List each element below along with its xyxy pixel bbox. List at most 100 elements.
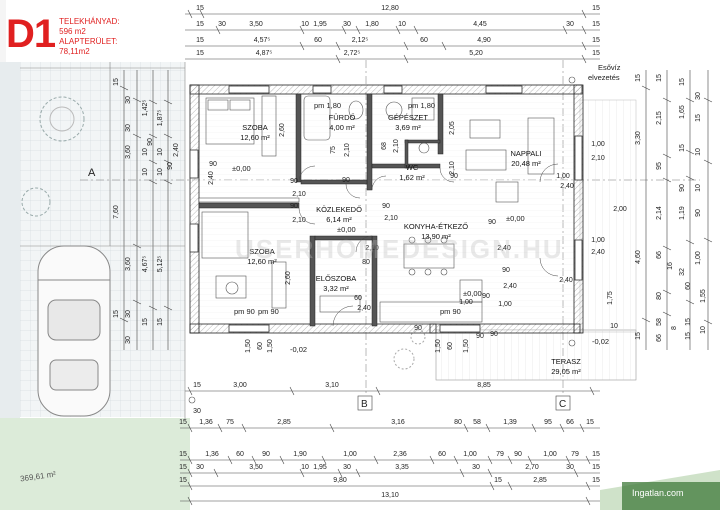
dimension-label: 1,87⁵ bbox=[157, 110, 164, 127]
room-name: TERASZ bbox=[551, 357, 581, 366]
dimension-label: 15 bbox=[494, 477, 502, 484]
dimension-label: 2,40 bbox=[591, 249, 605, 256]
sofa-icon bbox=[527, 117, 555, 175]
dimension-label: 5,12⁵ bbox=[157, 256, 164, 273]
tree-icon bbox=[21, 187, 51, 217]
dimension-label: 15 bbox=[586, 419, 594, 426]
dimension-label: 30 bbox=[566, 21, 574, 28]
dimension-label: 15 bbox=[592, 50, 600, 57]
boiler-icon bbox=[385, 101, 403, 119]
dimension-label: 30 bbox=[196, 464, 204, 471]
dimension-label: 30 bbox=[343, 21, 351, 28]
room-area: 12,60 m² bbox=[247, 257, 277, 266]
dimension-label: 90 bbox=[290, 203, 298, 210]
dimension-label: 1,00 bbox=[459, 299, 473, 306]
dimension-label: 60 bbox=[685, 282, 692, 290]
dimension-label: 9,80 bbox=[333, 477, 347, 484]
dimension-label: 10 bbox=[142, 168, 149, 176]
dimension-label: 2,40 bbox=[559, 277, 573, 284]
dimension-label: 15 bbox=[679, 144, 686, 152]
dimension-label: 15 bbox=[592, 464, 600, 471]
bed-icon bbox=[201, 211, 249, 259]
dimension-label: 30 bbox=[218, 21, 226, 28]
dimension-label: 2,10 bbox=[292, 191, 306, 198]
dimension-label: 30 bbox=[125, 124, 132, 132]
dimension-label: 80 bbox=[656, 292, 663, 300]
dimension-label: 66 bbox=[656, 334, 663, 342]
room-name: NAPPALI bbox=[510, 149, 541, 158]
downspout-label: Esővíz bbox=[598, 63, 621, 72]
dimension-label: 2,14 bbox=[656, 206, 663, 220]
dimension-label: 58 bbox=[473, 419, 481, 426]
dimension-label: 10 bbox=[142, 148, 149, 156]
dimension-label: 30 bbox=[125, 96, 132, 104]
level-label: ±0,00 bbox=[506, 214, 525, 223]
room-area: 29,05 m² bbox=[551, 367, 581, 376]
dimension-label: 68 bbox=[381, 142, 388, 150]
dimension-label: 2,40 bbox=[560, 183, 574, 190]
dimension-label: 2,10 bbox=[365, 245, 379, 252]
dimension-label: 1,75 bbox=[607, 291, 614, 305]
dimension-label: 2,00 bbox=[613, 206, 627, 213]
dimension-label: 95 bbox=[656, 162, 663, 170]
room-name: SZOBA bbox=[249, 247, 274, 256]
dimension-label: 7,60 bbox=[113, 205, 120, 219]
dimension-label: 16 bbox=[667, 262, 674, 270]
dimension-label: 1,39 bbox=[503, 419, 517, 426]
dimension-label: 60 bbox=[354, 295, 362, 302]
dimension-label: 3,30 bbox=[635, 131, 642, 145]
dimension-label: 90 bbox=[290, 178, 298, 185]
dimension-label: 15 bbox=[196, 50, 204, 57]
dimension-label: 1,19 bbox=[679, 206, 686, 220]
dimension-label: 1,50 bbox=[267, 339, 274, 353]
dimension-label: 80 bbox=[454, 419, 462, 426]
dimension-label: 1,00 bbox=[695, 251, 702, 265]
dimension-label: 90 bbox=[488, 219, 496, 226]
bathtub-icon bbox=[303, 95, 331, 141]
dimension-label: 2,85 bbox=[533, 477, 547, 484]
dimension-label: 10 bbox=[301, 21, 309, 28]
dimension-label: 2,10 bbox=[344, 143, 351, 157]
downspout-label: elvezetés bbox=[588, 73, 620, 82]
dimension-label: 30 bbox=[343, 464, 351, 471]
dimension-label: 60 bbox=[236, 451, 244, 458]
dimension-label: 10 bbox=[301, 464, 309, 471]
footprint-label: ALAPTERÜLET: bbox=[59, 37, 118, 46]
dimension-label: 90 bbox=[262, 451, 270, 458]
dimension-label: 4,87⁵ bbox=[256, 50, 273, 57]
dimension-label: 2,40 bbox=[503, 283, 517, 290]
axis-a-label: A bbox=[88, 167, 96, 179]
dimension-label: 90 bbox=[147, 138, 154, 146]
dimension-label: 90 bbox=[679, 184, 686, 192]
dimension-label: 1,95 bbox=[313, 21, 327, 28]
dimension-label: 15 bbox=[113, 310, 120, 318]
plot-label: TELEKHÁNYAD: bbox=[59, 17, 120, 26]
dimension-label: 79 bbox=[571, 451, 579, 458]
site-badge-bg bbox=[622, 482, 720, 510]
level-label: -0,02 bbox=[592, 337, 609, 346]
dimension-label: 1,90 bbox=[293, 451, 307, 458]
dimension-label: 15 bbox=[196, 5, 204, 12]
dimension-label: 2,15 bbox=[656, 111, 663, 125]
dimension-label: 1,00 bbox=[591, 237, 605, 244]
front-lawn bbox=[0, 418, 190, 510]
fixed-labels: A B C Esővíz elvezetés ±0,00 ±0,00 ±0,00… bbox=[88, 63, 621, 410]
dimension-label: 1,36 bbox=[205, 451, 219, 458]
room-name: GÉPÉSZET bbox=[388, 113, 428, 122]
room-area: 20,48 m² bbox=[511, 159, 541, 168]
parapet-label: pm 90 bbox=[440, 307, 461, 316]
dimension-label: 1,00 bbox=[463, 451, 477, 458]
axis-c-label: C bbox=[559, 399, 566, 410]
dimension-label: 2,40 bbox=[208, 171, 215, 185]
dimension-label: 1,42⁵ bbox=[142, 100, 149, 117]
dimension-label: 3,16 bbox=[391, 419, 405, 426]
dimension-label: 15 bbox=[157, 318, 164, 326]
room-area: 6,14 m² bbox=[326, 215, 352, 224]
dimension-label: 30 bbox=[125, 310, 132, 318]
dimension-label: 4,57⁵ bbox=[254, 37, 271, 44]
dimension-label: 2,36 bbox=[393, 451, 407, 458]
dimension-label: 15 bbox=[679, 78, 686, 86]
dimension-label: 90 bbox=[342, 177, 350, 184]
